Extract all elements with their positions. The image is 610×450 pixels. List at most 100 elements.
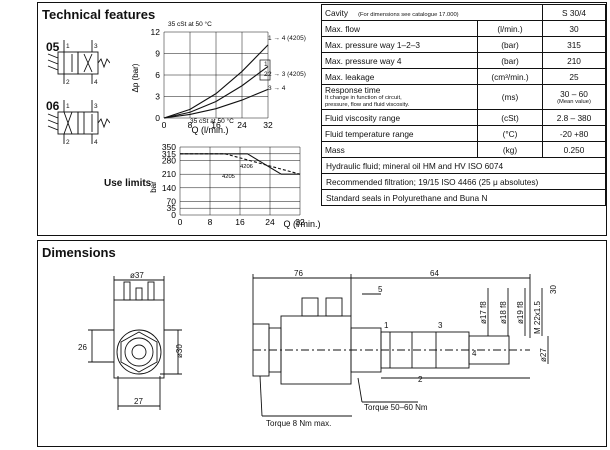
spec-value: 30 [542, 20, 606, 37]
x-tick-label: 8 [208, 217, 213, 227]
bracket-label-1: 1 [264, 61, 268, 68]
spec-value-text: 0.250 [563, 144, 585, 155]
dim-d19: ø19 f8 [516, 301, 525, 324]
dim-30: 30 [549, 285, 558, 294]
curve-label-2-3: 2 → 3 (4205) [268, 71, 306, 78]
y-tick-label: 140 [162, 183, 176, 193]
spec-label: Max. pressure way 4 [321, 52, 478, 69]
chart2-ylabel: bar [150, 181, 158, 193]
spec-label: Fluid temperature range [321, 125, 478, 142]
spec-label-text: Response time [325, 85, 381, 95]
spec-unit: (bar) [477, 36, 543, 53]
spec-label: Cavity(For dimensions see catalogue 17.0… [321, 4, 478, 21]
spec-value: 30 – 60(Mean value) [542, 84, 606, 110]
x-tick-label: 8 [188, 120, 193, 130]
port-label: 1 [66, 103, 70, 110]
spec-value-text: 25 [569, 71, 579, 82]
dim-d37: ø37 [130, 271, 144, 280]
y-tick-label: 315 [162, 149, 176, 159]
spec-value: 2.8 – 380 [542, 109, 606, 126]
spec-label-text: Max. flow [325, 23, 361, 34]
torque-50-label: Torque 50–60 Nm [364, 403, 428, 412]
use-limits-label: Use limits [104, 178, 152, 189]
valve-symbols: 1 3 2 4 1 3 2 4 [47, 40, 110, 146]
chart1-note: 35 cSt at 50 °C [168, 20, 212, 28]
spec-value-text: S 30/4 [562, 7, 586, 18]
chart1-ylabel: Δp (bar) [131, 63, 140, 92]
spec-value-text: -20 +80 [559, 128, 589, 139]
dim-d27: ø27 [539, 348, 548, 362]
port-label: 4 [472, 349, 477, 358]
port-label: 4 [94, 139, 98, 146]
dim-64: 64 [430, 269, 439, 278]
spec-label-text: Max. pressure way 1–2–3 [325, 39, 421, 50]
dim-26: 26 [78, 343, 87, 352]
spec-label-text: Max. leakage [325, 71, 375, 82]
spec-value: 210 [542, 52, 606, 69]
port-label: 2 [66, 79, 70, 86]
dim-76: 76 [294, 269, 303, 278]
y-tick-label: 70 [167, 196, 177, 206]
spec-row: Max. pressure way 1–2–3 (bar) 315 [321, 36, 606, 53]
y-tick-label: 350 [162, 142, 176, 152]
spec-value-text: 2.8 – 380 [556, 112, 592, 123]
series-line [163, 88, 269, 119]
chart1-curve-labels: 1 → 4 (4205) 2 → 3 (4205) 3 → 4 1 2 [259, 35, 306, 92]
spec-unit: (cSt) [477, 109, 543, 126]
dimension-drawing: ø37 26 ø30 27 76 64 5 ø17 f8 ø18 f8 ø19 … [78, 269, 558, 428]
spec-wide-text: Standard seals in Polyurethane and Buna … [321, 189, 606, 206]
y-tick-label: 0 [171, 210, 176, 220]
spec-row: Max. pressure way 4(bar) 210 [321, 52, 606, 69]
spec-unit: (bar) [477, 52, 543, 69]
spec-label-text: Fluid temperature range [325, 128, 414, 139]
spec-label-text: Mass [325, 144, 345, 155]
port-label: 1 [384, 321, 389, 330]
spec-wide-text: Recommended filtration; 19/15 ISO 4466 (… [321, 173, 606, 190]
spec-row: Cavity(For dimensions see catalogue 17.0… [321, 4, 606, 21]
spec-wide-row: Hydraulic fluid; mineral oil HM and HV I… [321, 157, 606, 174]
port-label: 3 [438, 321, 443, 330]
port-label: 4 [94, 79, 98, 86]
model-06-label: 06 [46, 99, 60, 113]
y-tick-label: 3 [155, 92, 160, 102]
spec-table: Cavity(For dimensions see catalogue 17.0… [321, 4, 606, 206]
spec-value: S 30/4 [542, 4, 606, 21]
y-tick-label: 6 [155, 70, 160, 80]
spec-unit: (ms) [477, 84, 543, 110]
x-tick-label: 32 [295, 217, 305, 227]
spec-value-text: 30 – 60 [560, 89, 588, 99]
x-tick-label: 24 [237, 120, 247, 130]
valve-symbol-05 [47, 40, 110, 84]
spec-label: Max. pressure way 1–2–3 [321, 36, 478, 53]
spec-value-text: 210 [567, 55, 581, 66]
port-label: 3 [94, 103, 98, 110]
x-tick-label: 16 [211, 120, 221, 130]
technical-features-panel [37, 2, 607, 236]
spec-note: (For dimensions see catalogue 17.000) [358, 11, 459, 18]
spec-unit: (cm³/min.) [477, 68, 543, 85]
spec-value: 0.250 [542, 141, 606, 158]
y-tick-label: 12 [151, 27, 161, 37]
y-tick-label: 35 [167, 203, 177, 213]
spec-value: 315 [542, 36, 606, 53]
spec-row: Max. leakage (cm³/min.) 25 [321, 68, 606, 85]
dim-5: 5 [378, 285, 383, 294]
spec-unit: (l/min.) [477, 20, 543, 37]
dimensions-panel [37, 240, 607, 447]
series-line [163, 44, 269, 119]
torque-8-label: Torque 8 Nm max. [266, 419, 331, 428]
spec-value-text: 315 [567, 39, 581, 50]
spec-unit [477, 4, 543, 21]
chart2-label-4206: 4206 [240, 164, 253, 170]
port-label: 2 [418, 375, 423, 384]
spec-label: Max. leakage [321, 68, 478, 85]
spec-row: Mass(kg)0.250 [321, 141, 606, 158]
spec-row: Fluid viscosity range(cSt)2.8 – 380 [321, 109, 606, 126]
spec-row: Max. flow (l/min.)30 [321, 20, 606, 37]
spec-wide-text: Hydraulic fluid; mineral oil HM and HV I… [321, 157, 606, 174]
dim-d30: ø30 [175, 344, 184, 358]
series-line [163, 65, 269, 119]
